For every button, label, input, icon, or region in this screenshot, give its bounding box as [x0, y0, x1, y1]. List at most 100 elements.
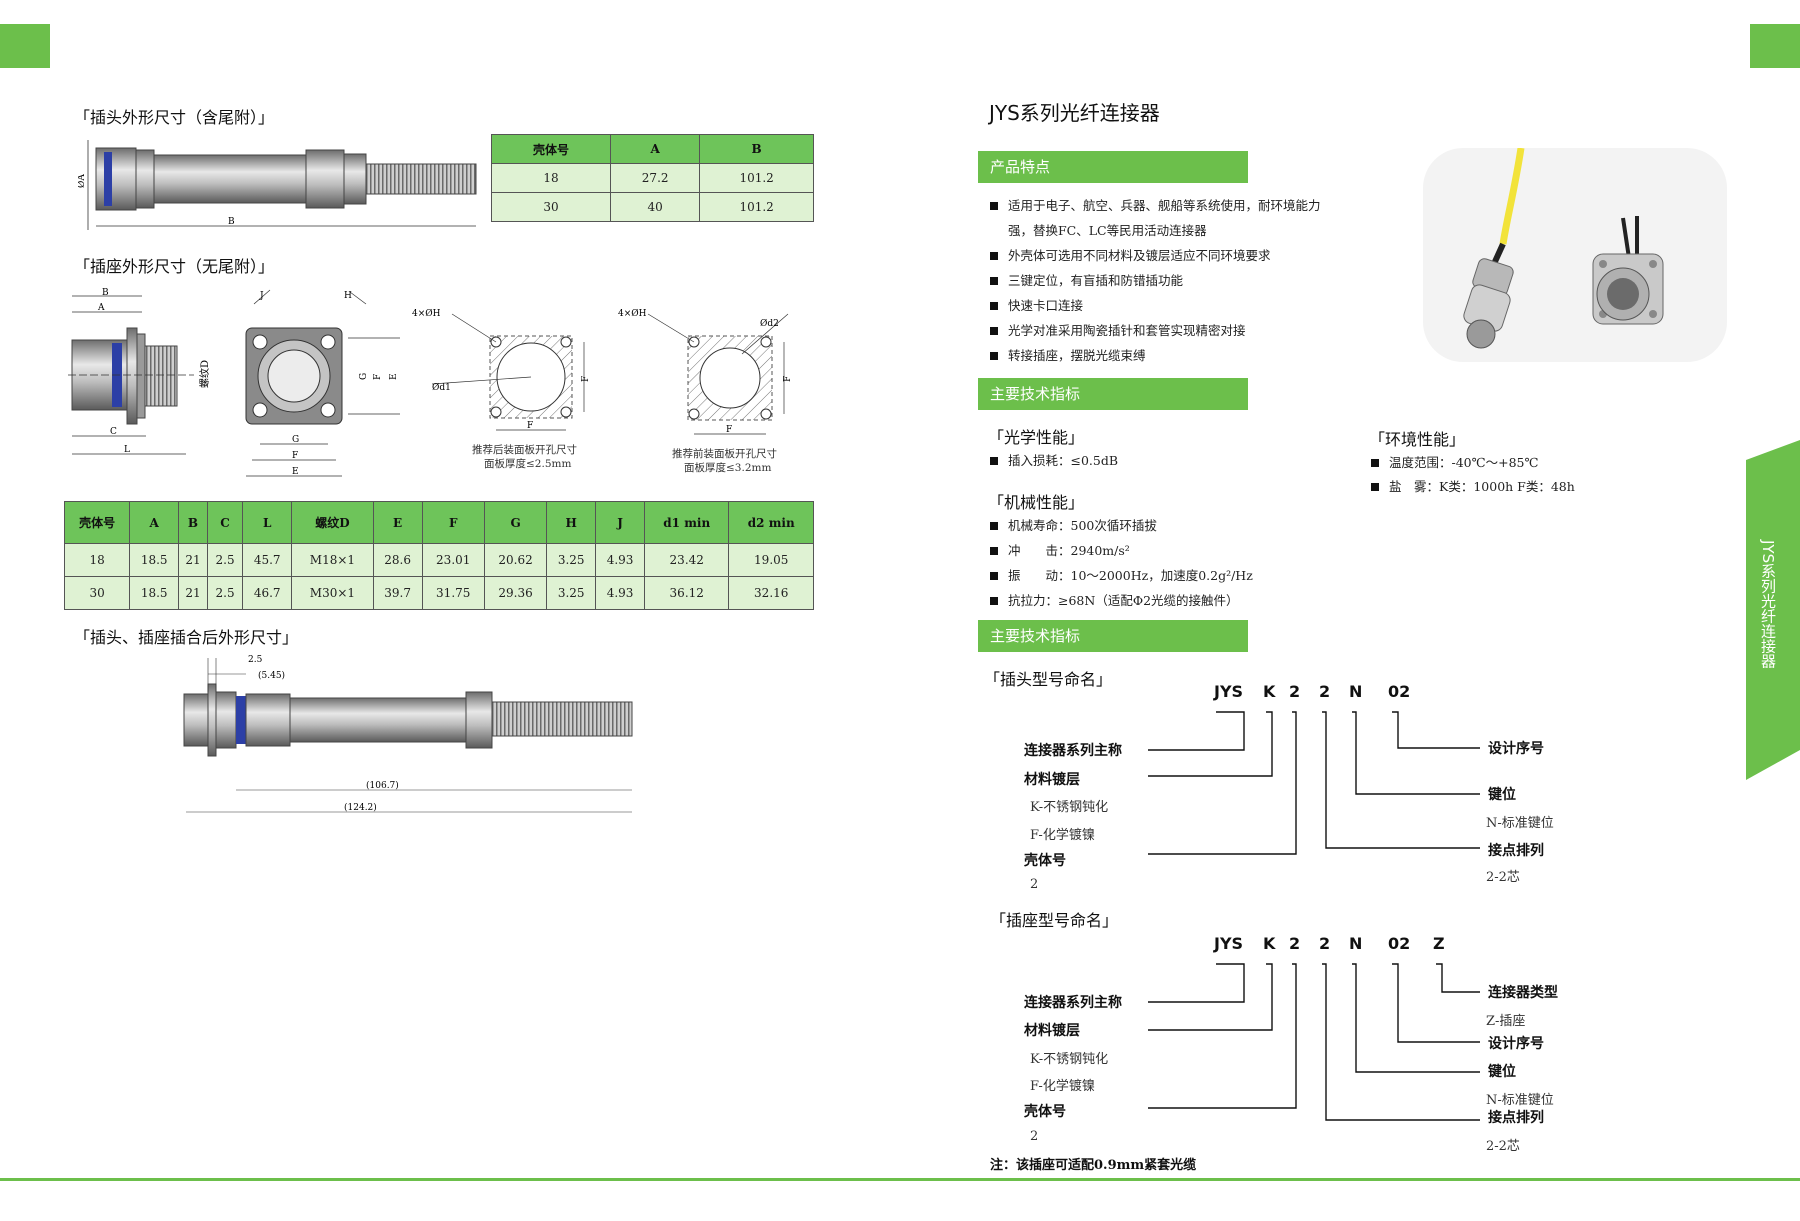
table-cell: 18	[63, 543, 131, 577]
side-tab-shape	[1746, 440, 1800, 780]
code-series: JYS	[1214, 934, 1244, 953]
mech-title: 「机械性能」	[988, 493, 1085, 512]
list-item: 温度范围：-40℃～+85℃	[1371, 450, 1538, 475]
code-shell: 2	[1289, 934, 1301, 953]
table-cell: 21	[178, 576, 208, 610]
recep-label-design: 设计序号	[1488, 1036, 1544, 1052]
list-item: 机械寿命：500次循环插拔	[990, 513, 1253, 538]
plug-label-shell-value: 2	[1030, 877, 1039, 892]
table-header: A	[129, 501, 180, 544]
table-cell: 40	[610, 192, 701, 222]
list-item: 插入损耗：≤0.5dB	[990, 448, 1118, 473]
table-header: E	[372, 501, 423, 544]
table-header: d2 min	[728, 501, 814, 544]
specs-bar: 主要技术指标	[978, 378, 1248, 410]
mech-list: 机械寿命：500次循环插拔 冲 击：2940m/s² 振 动：10～2000Hz…	[990, 513, 1253, 613]
table-header: B	[178, 501, 208, 544]
features-list: 适用于电子、航空、兵器、舰船等系统使用，耐环境能力 强，替换FC、LC等民用活动…	[990, 193, 1410, 368]
table-header: J	[595, 501, 645, 544]
table-header: 壳体号	[490, 134, 612, 164]
table-cell: M30×1	[291, 576, 374, 610]
list-item: 快速卡口连接	[990, 293, 1410, 318]
table-cell: 30	[490, 192, 612, 222]
mated-dim-3: (106.7)	[366, 780, 399, 791]
list-item: 盐 雾：K类：1000h F类：48h	[1371, 474, 1575, 499]
side-tab-label: JYS系列光纤连接器	[1759, 540, 1777, 669]
recep-naming-title: 「插座型号命名」	[990, 911, 1119, 930]
list-item: 外壳体可选用不同材料及镀层适应不同环境要求	[990, 243, 1410, 268]
list-item: 适用于电子、航空、兵器、舰船等系统使用，耐环境能力	[990, 193, 1410, 218]
table-header: L	[242, 501, 293, 544]
table-header: C	[206, 501, 244, 544]
recep-label-key: 键位	[1488, 1064, 1516, 1080]
list-item: 光学对准采用陶瓷插针和套管实现精密对接	[990, 318, 1410, 343]
table-cell: 101.2	[699, 163, 814, 193]
mated-drawing: 2.5 (5.45) (106.7) (124.2)	[183, 655, 633, 813]
table-cell: 18.5	[129, 576, 180, 610]
table-cell: 3.25	[546, 576, 597, 610]
table-header: H	[546, 501, 597, 544]
list-item: 振 动：10～2000Hz，加速度0.2g²/Hz	[990, 563, 1253, 588]
corner-mark-left	[0, 24, 50, 68]
plug-label-material-k: K-不锈钢钝化	[1030, 800, 1109, 815]
plug-label-series: 连接器系列主称	[1024, 743, 1122, 759]
svg-text:A: A	[97, 303, 105, 313]
code-shell: 2	[1289, 682, 1301, 701]
mated-dim-4: (124.2)	[344, 802, 377, 813]
svg-text:H: H	[344, 291, 352, 301]
recep-label-type-value: Z-插座	[1486, 1014, 1526, 1029]
rear-thickness-note: 面板厚度≤2.5mm	[484, 458, 572, 470]
recep-label-material: 材料镀层	[1024, 1023, 1080, 1039]
recep-label-material-f: F-化学镀镍	[1030, 1079, 1095, 1094]
table-cell: M18×1	[291, 543, 374, 577]
code-key: N	[1349, 934, 1363, 953]
receptacle-side-drawing: B A C L 螺纹D	[68, 288, 211, 455]
svg-text:E: E	[292, 467, 299, 477]
plug-label-key: 键位	[1488, 787, 1516, 803]
mated-section-title: 「插头、插座插合后外形尺寸」	[74, 628, 299, 647]
d1-label: Ød1	[432, 382, 451, 393]
plug-label-design: 设计序号	[1488, 741, 1544, 757]
table-header: F	[421, 501, 485, 544]
panel-cutout-rear-drawing: F F 4×ØH Ød1	[412, 308, 591, 431]
hole-label: 4×ØH	[412, 308, 441, 319]
table-header: 螺纹D	[291, 501, 374, 544]
svg-text:C: C	[110, 427, 117, 437]
table-header: G	[483, 501, 548, 544]
svg-text:L: L	[124, 445, 130, 455]
d2-label: Ød2	[760, 318, 779, 329]
receptacle-front-drawing: J H G F E G F E	[245, 289, 400, 477]
plug-label-contact: 接点排列	[1488, 843, 1544, 859]
specs-bar-label: 主要技术指标	[990, 385, 1081, 403]
table-cell: 20.62	[483, 543, 548, 577]
page-title: JYS系列光纤连接器	[989, 101, 1160, 125]
table-cell: 2.5	[206, 543, 244, 577]
svg-text:F: F	[783, 376, 793, 382]
code-contact: 2	[1319, 682, 1331, 701]
table-cell: 45.7	[242, 543, 293, 577]
table-cell: 18	[490, 163, 612, 193]
list-item: 抗拉力：≥68N（适配Φ2光缆的接触件）	[990, 588, 1253, 613]
plug-label-material: 材料镀层	[1024, 772, 1080, 788]
table-cell: 31.75	[421, 576, 485, 610]
svg-text:G: G	[292, 435, 299, 445]
plug-naming-lines	[1148, 711, 1480, 855]
receptacle-section-title: 「插座外形尺寸（无尾附）」	[74, 257, 275, 276]
table-cell: 27.2	[610, 163, 701, 193]
table-header: d1 min	[643, 501, 730, 544]
table-cell: 4.93	[595, 576, 645, 610]
naming-bar-label: 主要技术指标	[990, 627, 1081, 645]
plug-label-key-value: N-标准键位	[1486, 816, 1554, 831]
features-bar: 产品特点	[978, 151, 1248, 183]
code-material: K	[1263, 934, 1276, 953]
features-bar-label: 产品特点	[990, 158, 1051, 176]
front-cutout-note: 推荐前装面板开孔尺寸	[672, 448, 777, 460]
table-cell: 101.2	[699, 192, 814, 222]
svg-text:E: E	[389, 373, 399, 380]
mated-dim-1: 2.5	[248, 655, 263, 665]
table-cell: 30	[63, 576, 131, 610]
table-cell: 36.12	[643, 576, 730, 610]
list-item: 冲 击：2940m/s²	[990, 538, 1253, 563]
table-cell: 21	[178, 543, 208, 577]
code-material: K	[1263, 682, 1276, 701]
